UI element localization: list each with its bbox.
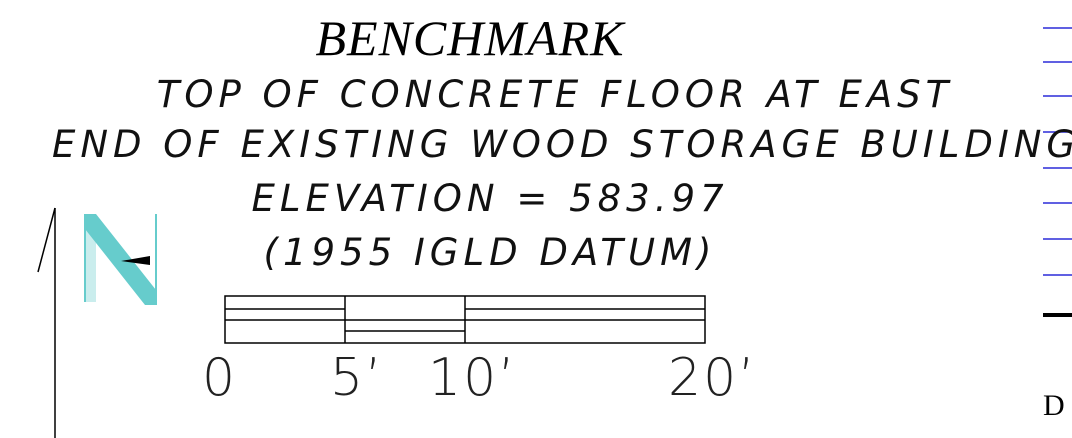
scale-bar [224,295,706,344]
benchmark-line-1: TOP OF CONCRETE FLOOR AT EAST [156,73,954,116]
right-edge-letter: D [1043,389,1065,422]
north-arrow-slant [37,207,56,273]
scale-label-5: 5’ [330,348,384,408]
scale-label-0: 0 [202,348,238,408]
north-arrow-pointer [121,256,150,265]
benchmark-elevation: ELEVATION = 583.97 [251,177,729,220]
benchmark-datum: (1955 IGLD DATUM) [263,231,717,274]
scale-label-10: 10’ [428,348,517,408]
north-arrow-n-left [85,214,96,302]
north-arrow-n-diagonal [85,214,156,305]
scale-label-20: 20’ [668,348,757,408]
benchmark-title: BENCHMARK [315,10,625,66]
right-edge-ticks [1043,27,1072,276]
benchmark-line-2: END OF EXISTING WOOD STORAGE BUILDING [52,123,1072,166]
north-arrow-icon [37,207,157,438]
